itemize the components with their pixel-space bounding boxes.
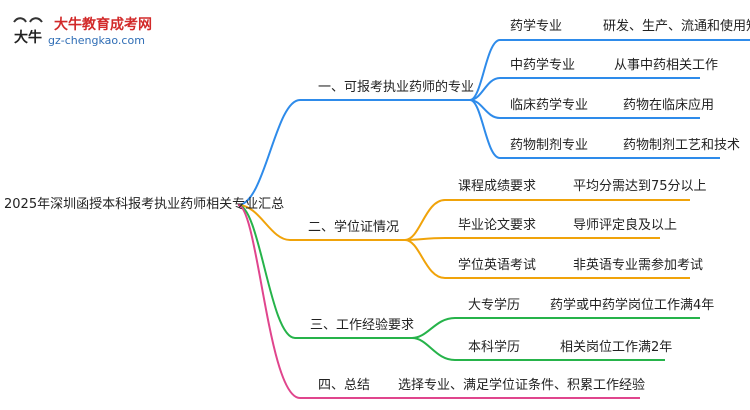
- branch-1-child-1-name: 药学专业: [510, 19, 563, 34]
- branch-1-child-4-name: 药物制剂专业: [510, 138, 589, 153]
- branch-2-child-2-name: 毕业论文要求: [458, 218, 537, 233]
- branch-1-to-child-1-line: [469, 39, 750, 101]
- branch-2-to-child-1-line: [404, 199, 690, 241]
- branch-3-label: 三、工作经验要求: [310, 318, 415, 333]
- branch-3-connectors: [237, 204, 700, 361]
- branch-1-connectors: [237, 39, 750, 206]
- branch-3-to-child-1-line: [411, 317, 700, 339]
- branch-3-child-1-name: 大专学历: [468, 298, 521, 313]
- branch-3-child-2-detail: 相关岗位工作满2年: [560, 340, 673, 355]
- branch-1-label: 一、可报考执业药师的专业: [318, 80, 475, 95]
- branch-3-to-child-2-line: [411, 337, 665, 361]
- branch-3-child-2-name: 本科学历: [468, 340, 521, 355]
- mindmap-root: 2025年深圳函授本科报考执业药师相关专业汇总: [4, 197, 285, 212]
- branch-2-connectors: [237, 199, 690, 279]
- branch-2-to-child-3-line: [404, 239, 690, 279]
- root-to-branch-3-line: [237, 204, 412, 339]
- root-to-branch-2-line: [237, 204, 405, 241]
- root-to-branch-1-line: [237, 99, 470, 206]
- site-logo[interactable]: 大牛 大牛教育成考网 gz-chengkao.com: [8, 12, 158, 54]
- logo-url: gz-chengkao.com: [48, 34, 145, 47]
- branch-1-child-2-detail: 从事中药相关工作: [614, 58, 719, 73]
- branch-1-child-3-detail: 药物在临床应用: [623, 98, 715, 113]
- branch-1-child-2-name: 中药学专业: [510, 58, 576, 73]
- branch-2-to-child-2-line: [404, 237, 660, 241]
- logo-brand-name: 大牛教育成考网: [54, 17, 152, 33]
- bull-logo-icon: 大牛: [13, 17, 43, 46]
- branch-4-child-1-name: 选择专业、满足学位证条件、积累工作经验: [398, 378, 646, 393]
- logo-icon-text: 大牛: [14, 29, 42, 46]
- branch-2-child-1-name: 课程成绩要求: [458, 179, 537, 194]
- branch-2-child-3-detail: 非英语专业需参加考试: [573, 258, 704, 273]
- branch-1-child-1-detail: 研发、生产、流通和使用知识: [603, 19, 750, 34]
- branch-4-connectors: [237, 204, 640, 399]
- branch-2-label: 二、学位证情况: [308, 220, 400, 235]
- branch-1-child-3-name: 临床药学专业: [510, 98, 589, 113]
- branch-1-child-4-detail: 药物制剂工艺和技术: [623, 138, 741, 153]
- branch-4-label: 四、总结: [318, 378, 371, 393]
- branch-1-to-child-2-line: [469, 77, 700, 101]
- branch-2-child-3-name: 学位英语考试: [458, 258, 537, 273]
- root-to-branch-4-line: [237, 204, 380, 399]
- branch-3-child-1-detail: 药学或中药学岗位工作满4年: [550, 298, 715, 313]
- branch-2-child-2-detail: 导师评定良及以上: [573, 218, 678, 233]
- branch-1-to-child-4-line: [469, 99, 720, 159]
- branch-2-child-1-detail: 平均分需达到75分以上: [573, 179, 707, 194]
